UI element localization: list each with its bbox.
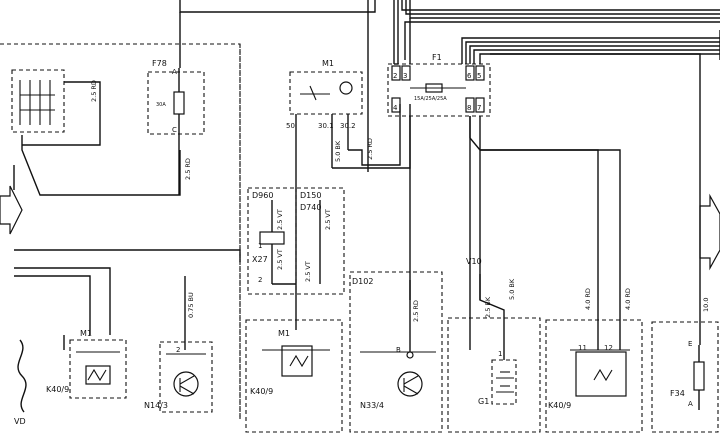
- signal-wire-2: [14, 267, 111, 335]
- f34-pin-e: E: [688, 340, 692, 348]
- wire-label-m1-rd: 2.5 RD: [366, 138, 374, 160]
- d102-pin-b: B: [396, 346, 401, 354]
- k40-9-middle-label: K40/9: [250, 387, 273, 396]
- wire-label-g1-bk: 5.0 BK: [508, 278, 516, 300]
- f1-fuse-block: [387, 63, 491, 350]
- d960-label: D960: [252, 191, 273, 200]
- right-arrow-connector: [699, 193, 720, 271]
- k40-9-right-module: [545, 319, 643, 433]
- m1-bottom-left-label: M1: [80, 329, 92, 338]
- wire-right-f34: [490, 53, 701, 345]
- f78-pin-c: C: [172, 126, 177, 134]
- f78-pin-a: A: [172, 68, 177, 76]
- g1-pin-1: 1: [498, 350, 502, 358]
- wire-label-v10-bk: 2.5 BK: [484, 296, 492, 318]
- wire-label-d150-vt: 2.5 VT: [324, 209, 332, 230]
- f1-pin-6: 6: [467, 72, 472, 80]
- wire-label-n33-rd: 2.5 RD: [412, 300, 420, 322]
- k40-9-left-label: K40/9: [46, 385, 69, 394]
- f1-pin-7: 7: [477, 104, 481, 112]
- wire-label-f34: 10.0: [702, 298, 710, 312]
- m1-pin-30-1: 30.1: [318, 122, 334, 130]
- left-arrow-connector: [0, 185, 23, 235]
- m1-top-label: M1: [322, 59, 334, 68]
- d150-label: D150: [300, 191, 321, 200]
- n14-3-module: [159, 341, 213, 413]
- vd-trace: [17, 339, 27, 413]
- wire-label-x27-vt-a: 2.5 VT: [276, 249, 284, 270]
- f1-pin-4: 4: [393, 104, 398, 112]
- k40-9-left-module: [69, 339, 127, 399]
- d960-d150-connector-box: [247, 180, 345, 330]
- d102-label: D102: [352, 277, 373, 286]
- k40-pin-11: 11: [578, 344, 587, 352]
- g1-label: G1: [478, 397, 489, 406]
- m1-pin-50: 50: [286, 122, 295, 130]
- n33-4-module: [349, 271, 443, 433]
- f1-pin-8: 8: [467, 104, 471, 112]
- m1-bottom-mid-label: M1: [278, 329, 290, 338]
- top-wire-bundle: [179, 0, 720, 172]
- x27-label: X27: [252, 255, 268, 264]
- n33-4-label: N33/4: [360, 401, 384, 410]
- wire-label-k40-rd-b: 4.0 RD: [624, 288, 632, 310]
- vd-label: VD: [14, 417, 26, 426]
- signal-wire-3: [14, 275, 91, 335]
- m1-pin-30-2: 30.2: [340, 122, 356, 130]
- wire-label-x27-vt-b: 2.5 VT: [304, 261, 312, 282]
- v10-label: V10: [466, 257, 482, 266]
- wire-label-m1-bk: 5.0 BK: [334, 140, 342, 162]
- n14-3-label: N14/3: [144, 401, 168, 410]
- n14-pin-2: 2: [176, 346, 180, 354]
- x27-pin-2: 2: [258, 276, 262, 284]
- wire-label-k40-rd-a: 4.0 RD: [584, 288, 592, 310]
- f1-pin-3: 3: [403, 72, 407, 80]
- x27-pin-1: 1: [258, 242, 262, 250]
- f78-fuse: [147, 68, 205, 195]
- wire-label-n14: 0.75 BU: [187, 292, 195, 318]
- k40-9-middle-module: [245, 319, 343, 433]
- wire-f1-k40-b: [480, 149, 621, 350]
- f1-pin-2: 2: [393, 72, 397, 80]
- g1-battery-module: [447, 274, 541, 433]
- k40-9-right-label: K40/9: [548, 401, 571, 410]
- wire-label-top-left: 2.5 RD: [90, 80, 98, 102]
- f34-pin-a: A: [688, 400, 693, 408]
- f78-label: F78: [152, 59, 167, 68]
- wire-label-d960-vt: 2.5 VT: [276, 209, 284, 230]
- f34-label: F34: [670, 389, 685, 398]
- d740-label: D740: [300, 203, 321, 212]
- left-relay-block: [11, 69, 181, 196]
- f78-rating: 30A: [156, 102, 166, 108]
- f1-rating: 15A/25A/25A: [414, 96, 447, 102]
- wire-label-f78-out: 2.5 RD: [184, 158, 192, 180]
- f1-label: F1: [432, 53, 442, 62]
- f34-module: [651, 321, 719, 433]
- signal-wire-1: [14, 249, 241, 262]
- k40-pin-12: 12: [604, 344, 613, 352]
- f1-pin-5: 5: [477, 72, 481, 80]
